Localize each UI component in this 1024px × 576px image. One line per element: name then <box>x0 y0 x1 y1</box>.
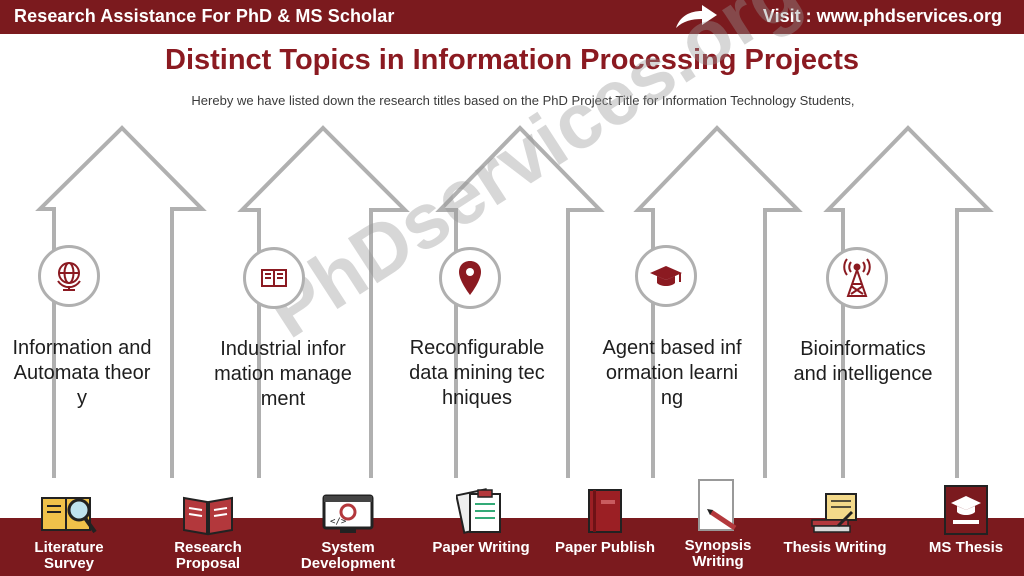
pen-paper-icon <box>698 479 737 531</box>
service-literature-survey[interactable]: Literature Survey <box>9 484 129 572</box>
clipboard-icon <box>456 488 501 534</box>
topic-5-icon-circle <box>826 247 888 309</box>
service-label: Paper Publish <box>554 539 656 556</box>
magnifier-book-icon <box>41 497 97 534</box>
services-bar <box>0 518 1024 576</box>
graduation-cap-icon <box>650 266 682 286</box>
arrow-outline-2 <box>237 125 410 478</box>
service-label: Thesis Writing <box>783 539 887 556</box>
location-pin-icon <box>459 261 481 295</box>
header-bar: Research Assistance For PhD & MS Scholar… <box>0 0 1024 34</box>
service-label: MS Thesis <box>928 539 1004 556</box>
globe-icon <box>57 262 81 291</box>
website-link[interactable]: Visit : www.phdservices.org <box>762 6 1002 26</box>
scroll-books-icon <box>811 493 857 533</box>
graduate-book-icon <box>944 485 988 535</box>
topic-4-icon-circle <box>635 245 697 307</box>
svg-text:</>: </> <box>330 517 347 527</box>
page-subtitle: Hereby we have listed down the research … <box>191 93 855 108</box>
book-icon <box>261 269 287 287</box>
share-arrow-icon <box>676 5 717 28</box>
antenna-tower-icon <box>843 258 871 297</box>
service-label: Research Proposal <box>174 539 242 572</box>
arrow-outline-1 <box>35 125 207 478</box>
topic-2-icon-circle <box>243 247 305 309</box>
brand-text: Research Assistance For PhD & MS Scholar <box>14 6 395 26</box>
topic-2-label: Industrial information management <box>214 338 352 410</box>
topic-3-label: Reconfigurable data mining techniques <box>409 337 545 409</box>
service-paper-publish[interactable]: Paper Publish <box>545 484 665 556</box>
arrow-outline-4 <box>633 125 803 478</box>
topic-3-icon-circle <box>439 247 501 309</box>
arrow-outline-5 <box>823 125 994 478</box>
service-system-development[interactable]: </> System Development <box>288 484 408 572</box>
service-label: Paper Writing <box>432 539 530 556</box>
closed-book-icon <box>588 489 622 533</box>
topic-4-label: Agent based information learning <box>602 337 742 409</box>
open-book-icon <box>183 496 233 536</box>
topic-1-label: Information and Automata theory <box>12 337 152 409</box>
service-ms-thesis[interactable]: MS Thesis <box>906 484 1024 556</box>
service-thesis-writing[interactable]: Thesis Writing <box>775 484 895 556</box>
code-monitor-icon: </> <box>322 494 374 533</box>
service-label: System Development <box>300 539 396 572</box>
arrow-outline-3 <box>435 125 605 478</box>
topic-1-icon-circle <box>38 245 100 307</box>
service-label: Literature Survey <box>34 539 104 572</box>
service-label: Synopsis Writing <box>684 537 752 570</box>
page-title: Distinct Topics in Information Processin… <box>165 44 859 76</box>
topic-5-label: Bioinformatics and intelligence <box>793 338 933 385</box>
service-research-proposal[interactable]: Research Proposal <box>148 484 268 572</box>
service-synopsis-writing[interactable]: Synopsis Writing <box>658 478 778 570</box>
service-paper-writing[interactable]: Paper Writing <box>421 484 541 556</box>
